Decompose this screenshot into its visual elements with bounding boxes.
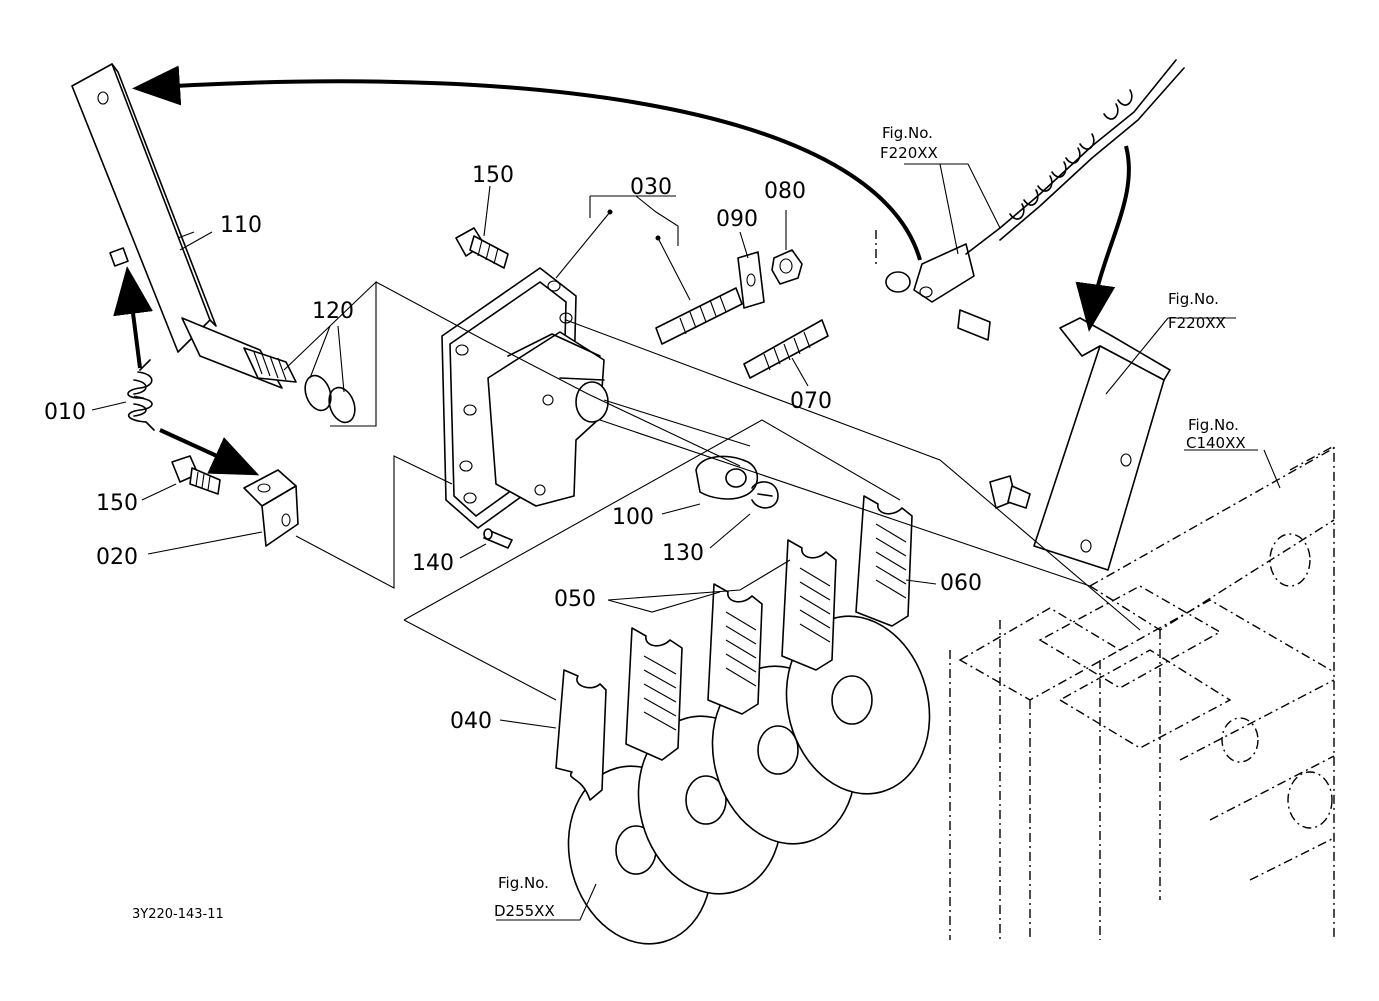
figref-1-label: Fig.No. <box>882 124 933 142</box>
label-150-upper: 150 <box>472 163 514 188</box>
drawing-number: 3Y220-143-11 <box>132 907 224 922</box>
nut-080 <box>771 249 803 285</box>
label-leaders <box>91 163 1281 921</box>
friction-plate-050-b <box>707 583 763 715</box>
label-120: 120 <box>312 299 354 324</box>
label-090: 090 <box>716 207 758 232</box>
figref-4-code: D255XX <box>494 902 555 920</box>
labels: 010 020 030 040 050 060 070 080 090 100 … <box>44 124 1246 922</box>
label-020: 020 <box>96 545 138 570</box>
label-140: 140 <box>412 551 454 576</box>
pedal-arm-110 <box>71 63 297 389</box>
label-150-lower: 150 <box>96 491 138 516</box>
label-050: 050 <box>554 587 596 612</box>
cam-100 <box>695 455 759 500</box>
label-130: 130 <box>662 541 704 566</box>
label-060: 060 <box>940 571 982 596</box>
figref-1-code: F220XX <box>880 144 938 162</box>
figref-2-code: F220XX <box>1168 314 1226 332</box>
friction-plate-050-c <box>781 539 837 671</box>
arrows <box>113 65 1131 476</box>
leader-lines <box>133 231 1141 701</box>
clip-130 <box>751 481 779 509</box>
bracket-right <box>989 317 1171 571</box>
plate-090 <box>737 251 765 309</box>
pin-140 <box>483 528 513 549</box>
plate-040 <box>555 669 607 801</box>
figref-2-label: Fig.No. <box>1168 290 1219 308</box>
cable-assembly <box>875 59 1185 341</box>
label-010: 010 <box>44 400 86 425</box>
friction-plate-060 <box>855 495 913 627</box>
friction-plate-050-a <box>625 627 683 761</box>
label-110: 110 <box>220 213 262 238</box>
bolt-150-upper <box>455 227 509 269</box>
transmission-case <box>949 444 1335 940</box>
o-rings-120 <box>304 374 356 424</box>
figref-3-code: C140XX <box>1186 434 1246 452</box>
bolt-150-lower <box>171 455 221 495</box>
bracket-020 <box>243 469 299 547</box>
stud-070 <box>743 319 829 379</box>
label-030: 030 <box>630 175 672 200</box>
label-040: 040 <box>450 709 492 734</box>
figref-4-label: Fig.No. <box>498 874 549 892</box>
stud-upper <box>655 287 743 345</box>
label-070: 070 <box>790 389 832 414</box>
spring-010 <box>127 359 155 431</box>
label-100: 100 <box>612 505 654 530</box>
label-080: 080 <box>764 179 806 204</box>
figref-3-label: Fig.No. <box>1188 416 1239 434</box>
cover-030 <box>441 267 609 529</box>
